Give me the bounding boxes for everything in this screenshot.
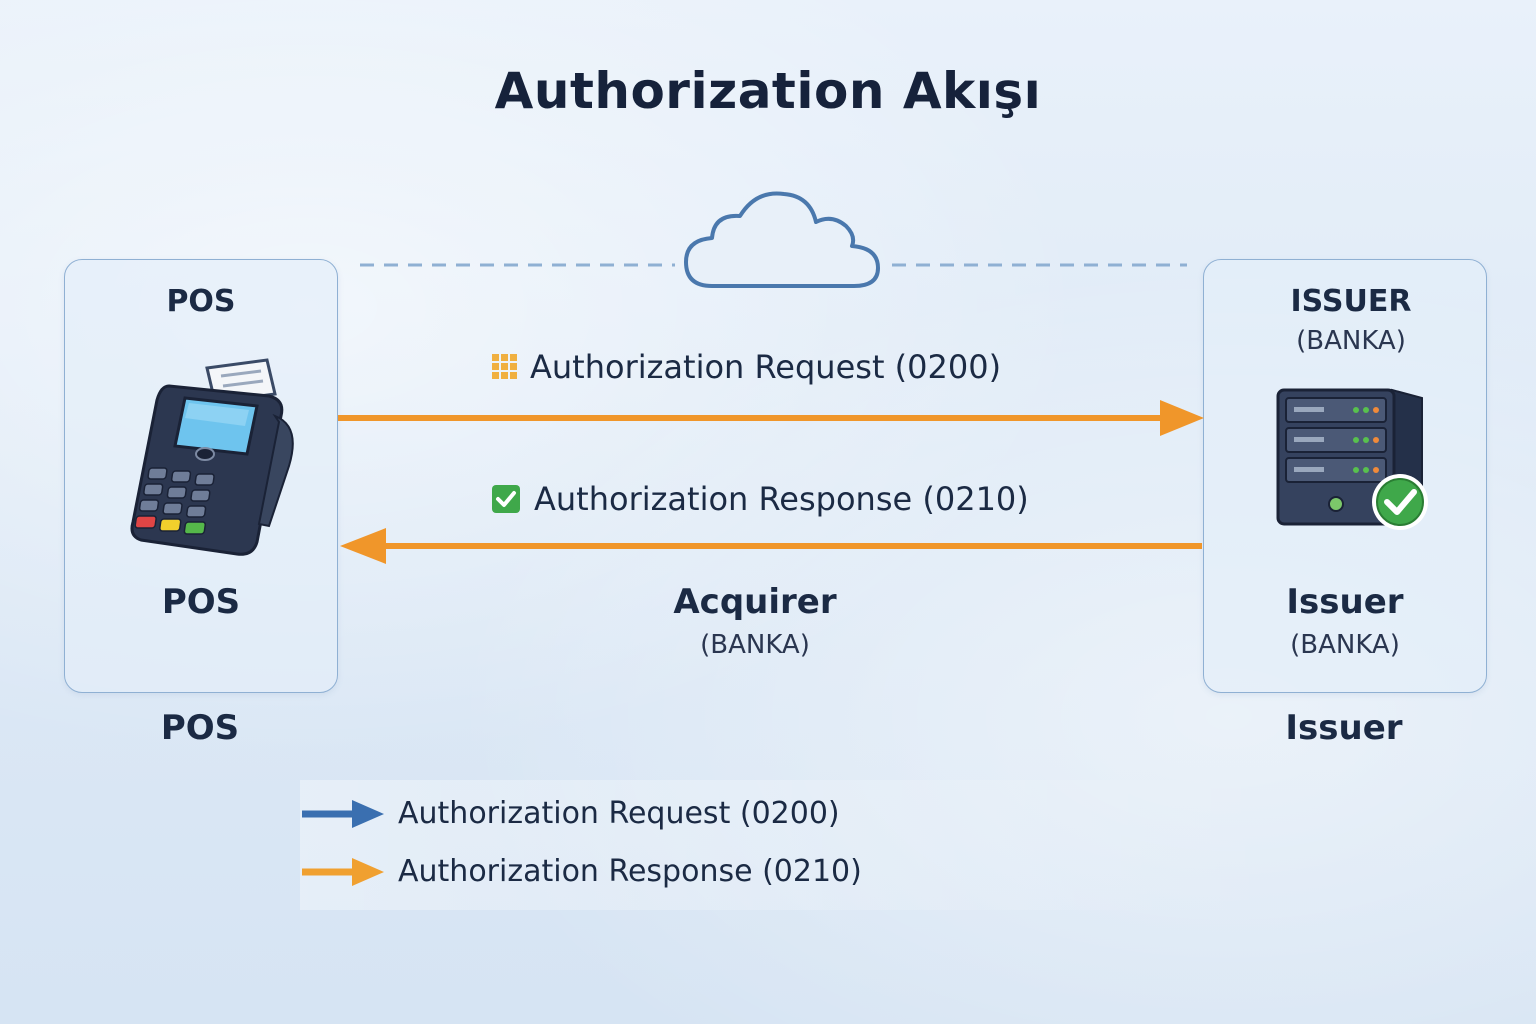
pos-panel-caption: POS <box>161 582 241 622</box>
issuer-panel-caption-sub: (BANKA) <box>1290 630 1400 660</box>
legend-background <box>300 780 1300 910</box>
issuer-panel-header-sub: (BANKA) <box>1296 326 1406 356</box>
legend-request-label: Authorization Request (0200) <box>398 796 840 831</box>
network-dashed-line-right <box>892 263 1187 267</box>
legend-item-response: Authorization Response (0210) <box>300 854 862 889</box>
legend-blue-arrow-icon <box>302 799 384 828</box>
acquirer-label: Acquirer <box>673 582 837 622</box>
response-arrow <box>340 528 1202 564</box>
legend-response-label: Authorization Response (0210) <box>398 854 862 889</box>
legend-item-request: Authorization Request (0200) <box>300 796 840 831</box>
pos-panel-header: POS <box>166 284 236 319</box>
grid-icon <box>492 354 517 379</box>
request-message: Authorization Request (0200) <box>490 348 1001 386</box>
cloud-icon <box>684 191 880 288</box>
request-label: Authorization Request (0200) <box>530 348 1002 386</box>
pos-terminal-icon <box>130 358 294 556</box>
acquirer-sub-label: (BANKA) <box>700 630 810 660</box>
request-arrow <box>338 400 1204 436</box>
server-check-icon <box>1276 388 1428 530</box>
legend-orange-arrow-icon <box>302 857 384 886</box>
response-message: Authorization Response (0210) <box>490 480 1029 518</box>
pos-panel: POS POS <box>64 259 338 693</box>
issuer-panel-caption: Issuer <box>1286 582 1404 622</box>
check-box-icon <box>492 485 520 513</box>
page-title: Authorization Akışı <box>494 62 1042 120</box>
pos-below-label: POS <box>160 708 240 748</box>
issuer-panel-header: ISSUER <box>1290 284 1412 319</box>
issuer-below-label: Issuer <box>1285 708 1403 748</box>
response-label: Authorization Response (0210) <box>534 480 1029 518</box>
network-dashed-line-left <box>360 263 675 267</box>
issuer-panel: ISSUER (BANKA) Issuer (BANKA) <box>1203 259 1487 693</box>
